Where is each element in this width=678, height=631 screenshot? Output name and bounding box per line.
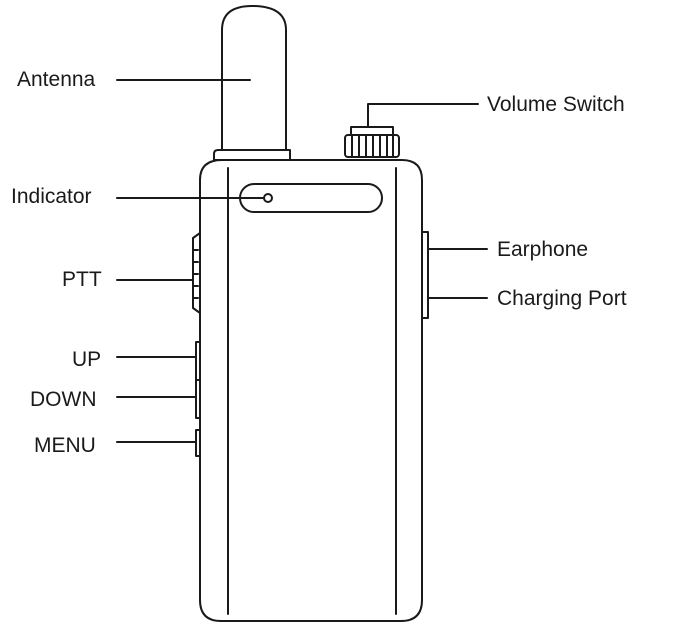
up-down-rocker (195, 341, 201, 419)
antenna-shape (221, 5, 287, 151)
ptt-button (192, 232, 201, 314)
label-charging-port: Charging Port (497, 287, 627, 310)
label-down: DOWN (30, 388, 97, 411)
label-indicator: Indicator (11, 185, 92, 208)
radio-body (199, 159, 423, 622)
label-ptt: PTT (62, 268, 102, 291)
indicator-led (263, 193, 273, 203)
leader-volume-switch (367, 103, 479, 128)
label-menu: MENU (34, 434, 96, 457)
label-earphone: Earphone (497, 238, 589, 261)
antenna-collar (213, 149, 291, 161)
port-cover (421, 231, 429, 319)
label-up: UP (72, 348, 102, 371)
label-antenna: Antenna (17, 68, 96, 91)
label-volume-switch: Volume Switch (487, 93, 625, 116)
volume-knob (344, 126, 400, 158)
